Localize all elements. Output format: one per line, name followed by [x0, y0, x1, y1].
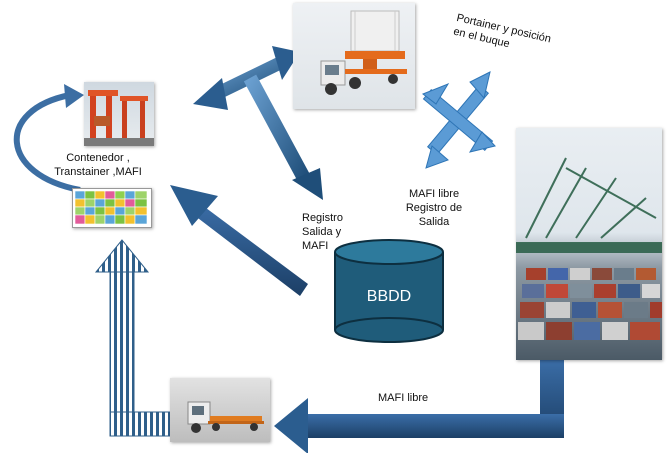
yard-grid-icon [74, 190, 148, 225]
truck-bottom-photo [170, 378, 270, 442]
truck-top-photo [293, 3, 415, 109]
ship-cranes-icon [516, 157, 662, 340]
label-container-transtainer: Contenedor , Transtainer ,MAFI [38, 152, 158, 180]
container-yard-grid [72, 188, 152, 228]
loop-arrow [13, 92, 81, 193]
label-line-1: Registro [302, 212, 343, 224]
transtainer-crane-icon [84, 90, 154, 146]
label-mafi-libre-bottom: MAFI libre [378, 392, 429, 404]
label-line-2: Salida y [302, 225, 342, 238]
label-line-2: Registro de [405, 201, 463, 214]
loop-arrow-head [64, 84, 84, 108]
label-line-1: Contenedor , [66, 152, 130, 164]
double-arrow-crane-truck [193, 46, 300, 110]
crane-photo [84, 82, 154, 146]
arrow-truck-registro [243, 74, 323, 200]
database-label: BBDD [366, 288, 412, 305]
label-line-3: MAFI [302, 239, 329, 252]
truck-with-container-icon [320, 10, 407, 95]
label-mafi-libre-registro: MAFI libre Registro de Salida [394, 188, 474, 229]
cross-arrow-portainer [421, 71, 496, 169]
arrow-ship-truck [274, 358, 564, 453]
ship-photo [516, 128, 662, 360]
label-registro-salida-mafi: Registro Salida y MAFI [302, 212, 356, 253]
label-line-3: Salida [418, 215, 450, 228]
database-cylinder [334, 239, 444, 343]
striped-arrow-yard [94, 239, 173, 437]
label-line-2: Transtainer ,MAFI [54, 165, 142, 178]
mafi-truck-icon [187, 401, 264, 433]
label-line-1: MAFI libre [408, 188, 460, 200]
arrow-bbdd-crane [170, 185, 308, 296]
